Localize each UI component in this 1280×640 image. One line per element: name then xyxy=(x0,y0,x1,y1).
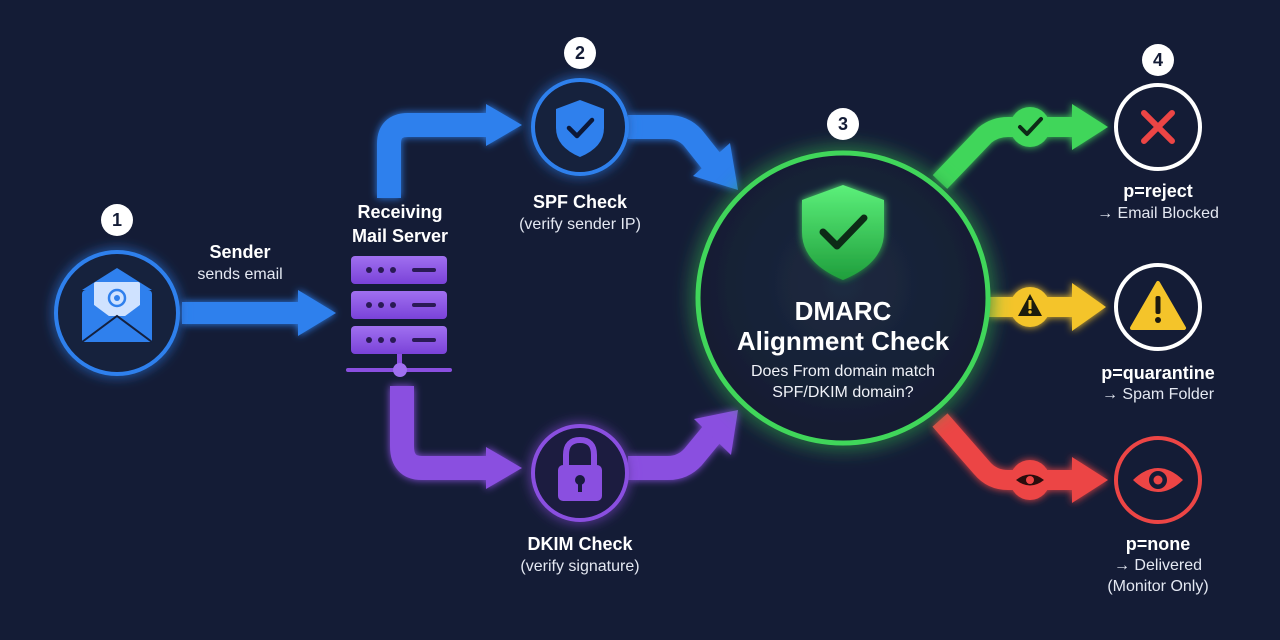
arrow-server-to-dkim xyxy=(390,386,522,489)
svg-text:2: 2 xyxy=(575,43,585,63)
quarantine-policy: p=quarantine xyxy=(1101,363,1215,383)
spf-title: SPF Check xyxy=(532,192,628,212)
spf-subtitle: (verify sender IP) xyxy=(519,216,641,233)
reject-node xyxy=(1114,83,1202,171)
eye-icon xyxy=(1133,468,1183,492)
step-badge-1: 1 xyxy=(101,204,133,236)
dmarc-title-line2: Alignment Check xyxy=(736,326,950,356)
sender-node xyxy=(54,250,180,376)
quarantine-result: → Spam Folder xyxy=(1101,386,1215,403)
x-mark-icon xyxy=(1141,110,1175,144)
dkim-title: DKIM Check xyxy=(527,534,633,554)
arrow-dmarc-to-reject xyxy=(932,104,1108,189)
dmarc-question-line1: Does From domain match xyxy=(750,363,936,380)
dkim-node xyxy=(531,424,629,522)
step-badge-4: 4 xyxy=(1142,44,1174,76)
shield-check-icon xyxy=(556,100,604,157)
padlock-icon xyxy=(558,436,602,501)
green-shield-check-icon xyxy=(802,185,884,280)
svg-text:3: 3 xyxy=(838,114,848,134)
dkim-subtitle: (verify signature) xyxy=(520,558,640,575)
quarantine-node xyxy=(1114,263,1202,351)
reject-policy: p=reject xyxy=(1123,181,1193,201)
arrow-spf-to-dmarc xyxy=(628,115,738,190)
arrow-dmarc-to-none xyxy=(932,413,1108,503)
server-label-line2: Mail Server xyxy=(351,226,449,246)
sender-title: Sender xyxy=(209,242,271,262)
svg-text:1: 1 xyxy=(112,210,122,230)
arrow-sender-to-server xyxy=(182,290,336,336)
dmarc-question-line2: SPF/DKIM domain? xyxy=(772,384,914,401)
spf-node xyxy=(531,78,629,176)
none-note: (Monitor Only) xyxy=(1107,578,1209,595)
svg-text:4: 4 xyxy=(1153,50,1163,70)
none-result: → Delivered xyxy=(1113,557,1203,574)
warning-icon xyxy=(1130,281,1186,330)
arrow-server-to-spf xyxy=(377,104,522,198)
arrow-dkim-to-dmarc xyxy=(628,410,738,480)
email-envelope-icon xyxy=(81,268,153,343)
none-policy: p=none xyxy=(1125,534,1191,554)
none-node xyxy=(1114,436,1202,524)
arrow-dmarc-to-quarantine xyxy=(988,283,1106,331)
server-rack-icon xyxy=(346,256,452,377)
dmarc-node xyxy=(695,150,991,446)
dmarc-title-line1: DMARC xyxy=(794,296,892,326)
sender-subtitle: sends email xyxy=(197,266,283,283)
reject-result: → Email Blocked xyxy=(1097,205,1219,222)
server-label-line1: Receiving xyxy=(357,202,443,222)
check-mark-icon xyxy=(1018,117,1043,136)
step-badge-2: 2 xyxy=(564,37,596,69)
step-badge-3: 3 xyxy=(827,108,859,140)
